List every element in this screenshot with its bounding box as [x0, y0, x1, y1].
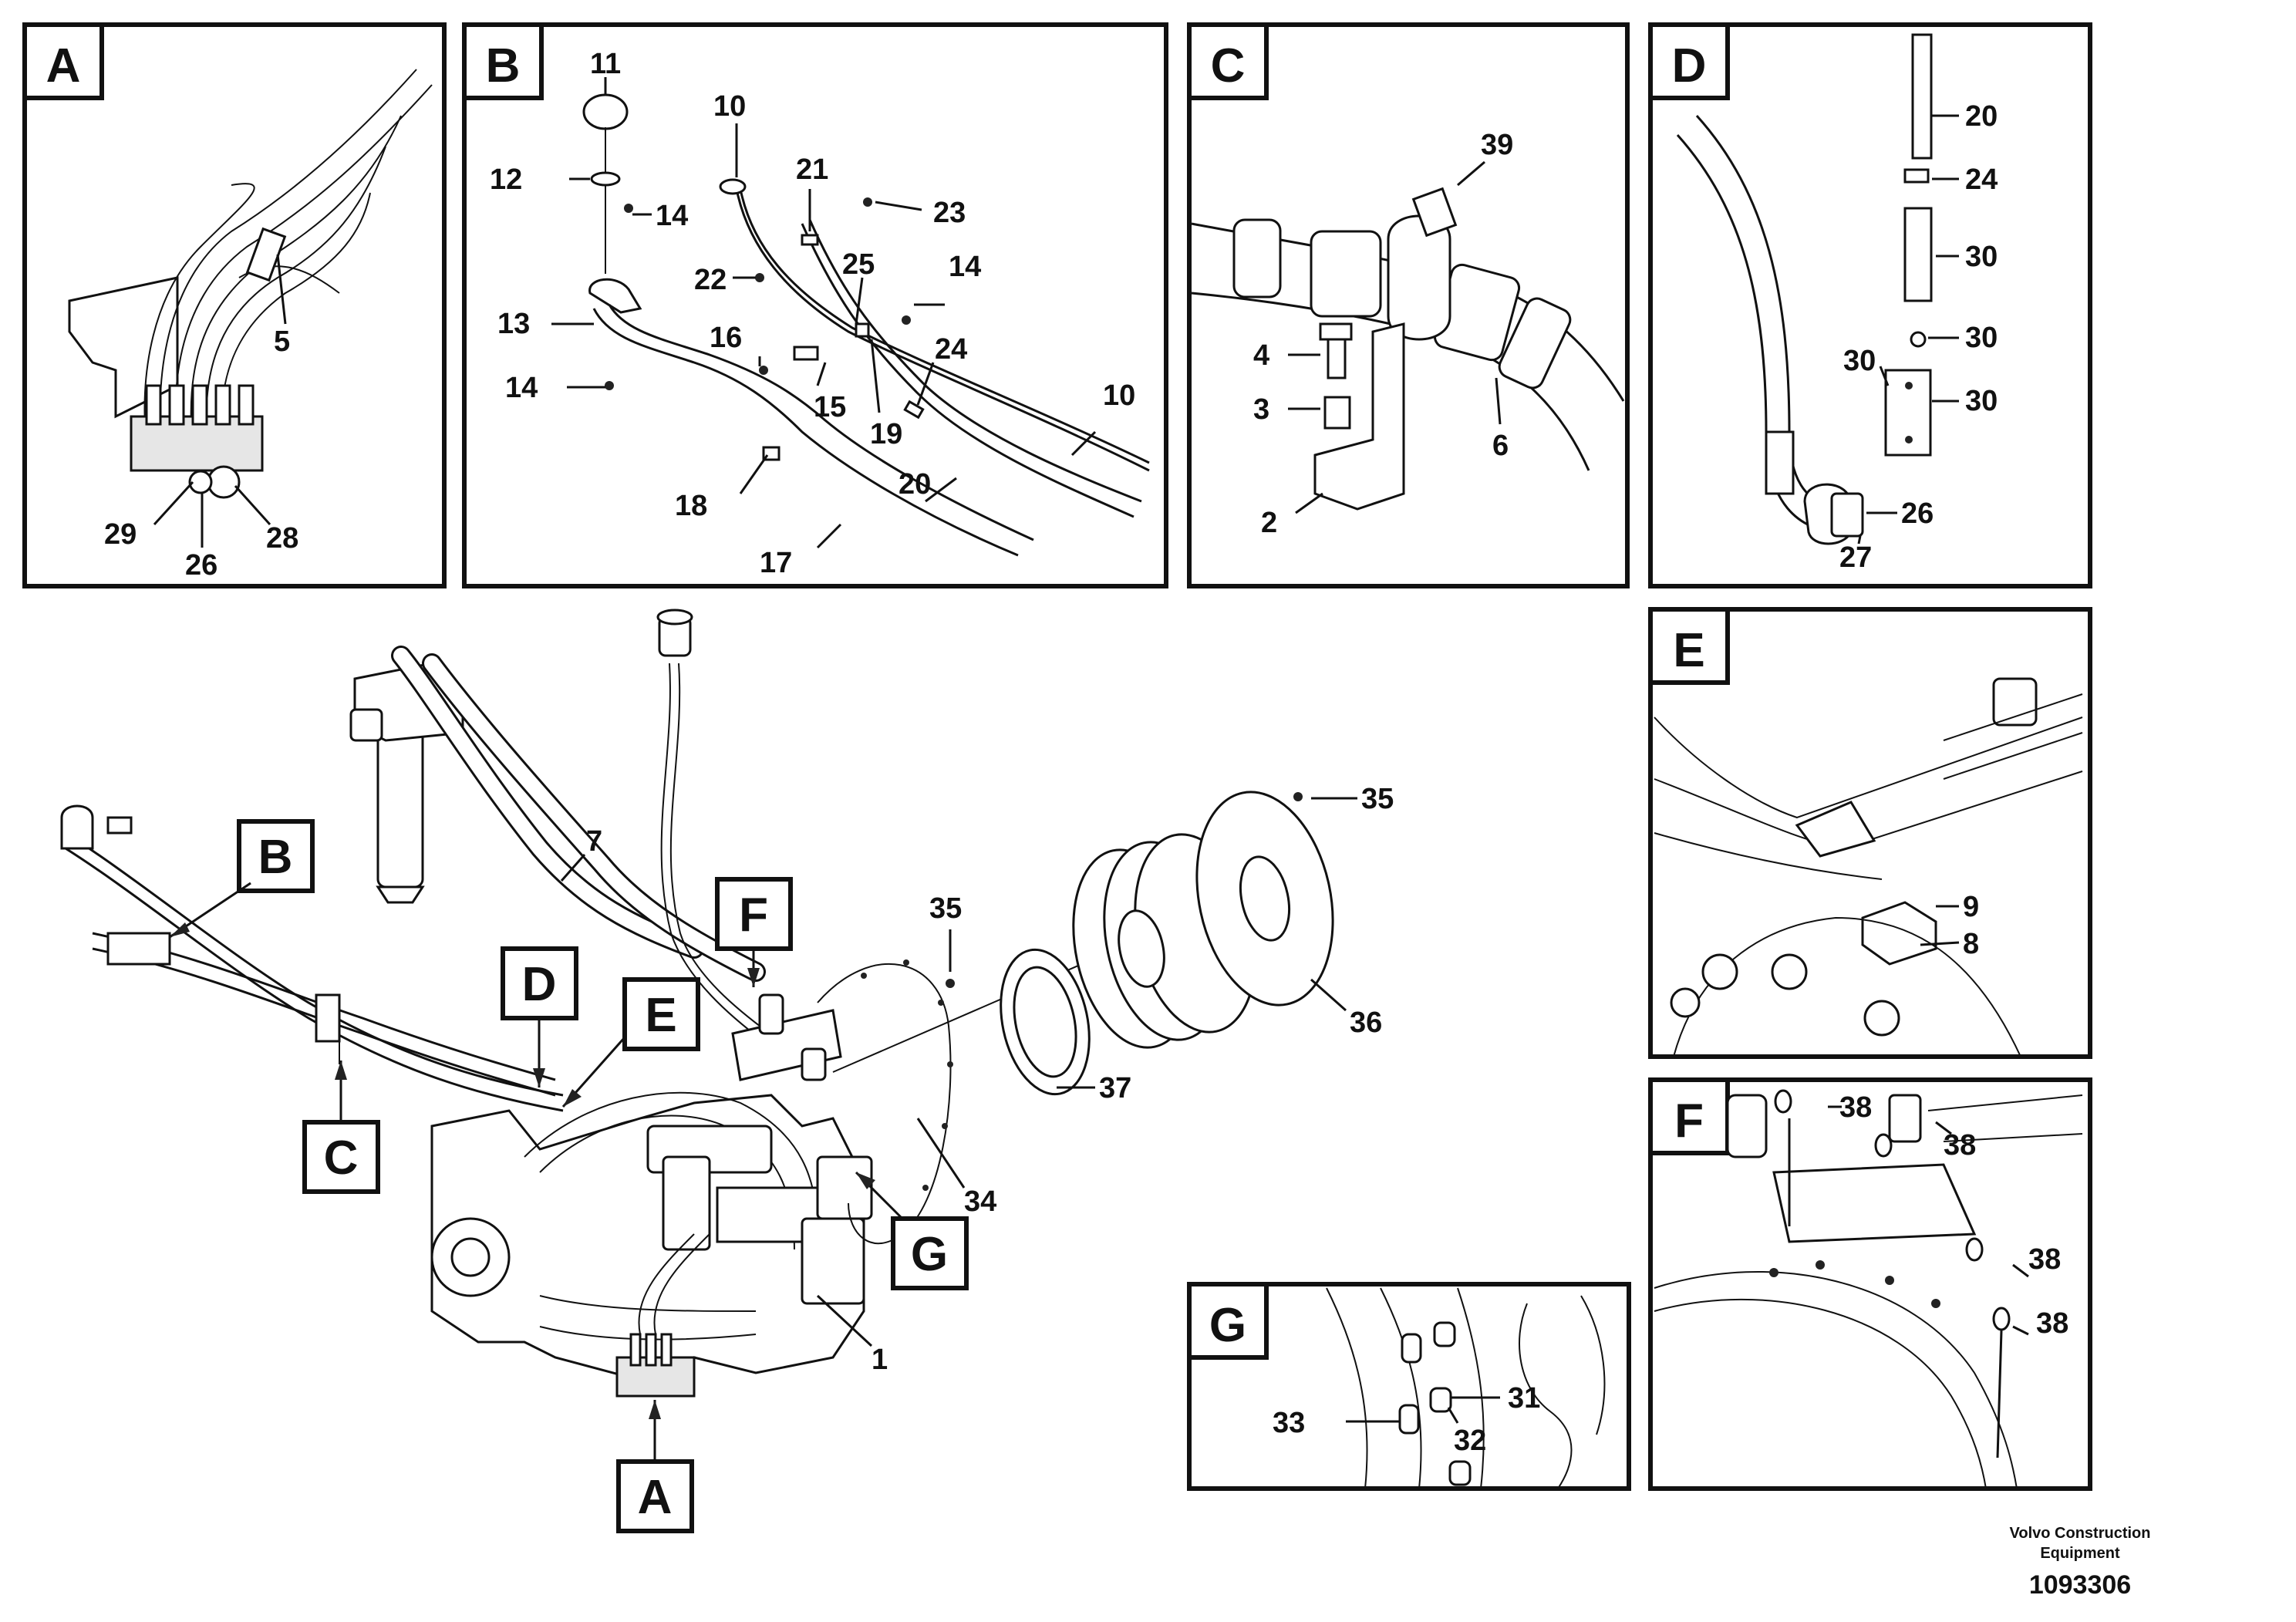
callout-36: 36 — [1350, 1007, 1382, 1039]
panel-d-tag: D — [1672, 39, 1707, 93]
callout-20d: 20 — [1965, 100, 1998, 133]
footer-branding: Volvo Construction Equipment 1093306 — [1864, 1523, 2296, 1603]
callout-14c: 14 — [505, 372, 538, 404]
callout-6: 6 — [1492, 430, 1509, 462]
callout-1: 1 — [872, 1344, 888, 1376]
detail-panel-e: E 9 8 — [1648, 607, 2092, 1059]
detail-panel-f: F 38 38 38 38 — [1648, 1077, 2092, 1491]
callout-10b: 10 — [1103, 379, 1135, 412]
main-tag-a: A — [638, 1471, 673, 1524]
callout-37: 37 — [1099, 1072, 1131, 1104]
callout-27: 27 — [1839, 541, 1872, 574]
callout-5: 5 — [274, 325, 290, 358]
callout-26: 26 — [185, 549, 217, 582]
callout-30b: 30 — [1965, 322, 1998, 354]
callout-17: 17 — [760, 547, 792, 579]
callout-12: 12 — [490, 164, 522, 196]
main-tag-f: F — [739, 889, 768, 942]
panel-c-tag: C — [1211, 39, 1246, 93]
callout-31: 31 — [1508, 1382, 1540, 1415]
panel-f-tag: F — [1674, 1094, 1704, 1148]
detail-panel-g: G 31 33 32 — [1187, 1282, 1631, 1491]
callout-11: 11 — [590, 48, 621, 80]
detail-panel-b: B — [462, 22, 1168, 588]
callout-30d: 30 — [1965, 385, 1998, 417]
company-line-1: Volvo Construction — [2009, 1525, 2151, 1542]
callout-39: 39 — [1481, 129, 1513, 161]
company-line-2: Equipment — [2040, 1545, 2120, 1562]
callout-34: 34 — [964, 1185, 996, 1218]
detail-panel-c: C 39 4 3 6 2 — [1187, 22, 1630, 588]
panel-b-tag: B — [486, 39, 521, 93]
panel-e-tag: E — [1673, 624, 1704, 677]
callout-35b: 35 — [929, 892, 962, 925]
detail-panel-d: D 20 24 30 30 30 30 26 27 — [1648, 22, 2092, 588]
callout-38a: 38 — [1839, 1091, 1872, 1124]
callout-35a: 35 — [1361, 783, 1394, 815]
callout-14b: 14 — [949, 251, 981, 283]
main-tag-c: C — [324, 1131, 359, 1185]
callout-22: 22 — [694, 264, 727, 296]
callout-24: 24 — [935, 333, 967, 366]
callout-21: 21 — [796, 153, 828, 186]
main-transmission-assembly: 7 35 35 36 37 34 1 B C D E F G — [60, 609, 1394, 1533]
main-tag-b: B — [258, 831, 293, 884]
callout-30a: 30 — [1965, 241, 1998, 273]
callout-23: 23 — [933, 197, 966, 229]
callout-29: 29 — [104, 518, 137, 551]
callout-4: 4 — [1253, 339, 1269, 372]
callout-25: 25 — [842, 248, 875, 281]
drawing-number: 1093306 — [2028, 1570, 2132, 1600]
callout-2: 2 — [1261, 507, 1277, 539]
callout-38b: 38 — [1944, 1129, 1976, 1162]
callout-9: 9 — [1963, 891, 1979, 923]
callout-24d: 24 — [1965, 164, 1998, 196]
callout-13: 13 — [497, 308, 530, 340]
detail-panel-a: A 5 29 26 28 — [22, 22, 447, 588]
panel-g-tag: G — [1209, 1299, 1246, 1352]
callout-28: 28 — [266, 522, 298, 555]
callout-30c: 30 — [1843, 345, 1876, 377]
callout-32: 32 — [1454, 1425, 1486, 1457]
callout-15: 15 — [814, 391, 846, 423]
callout-10: 10 — [713, 90, 746, 123]
callout-20: 20 — [899, 468, 931, 501]
callout-26d: 26 — [1901, 497, 1934, 530]
callout-33: 33 — [1273, 1407, 1305, 1439]
callout-19: 19 — [870, 418, 902, 450]
callout-38d: 38 — [2036, 1307, 2068, 1340]
callout-14: 14 — [656, 200, 688, 232]
callout-3: 3 — [1253, 393, 1269, 426]
main-tag-e: E — [645, 989, 676, 1042]
callout-8: 8 — [1963, 928, 1979, 960]
callout-16: 16 — [710, 322, 742, 354]
panel-a-tag: A — [46, 39, 81, 93]
callout-38c: 38 — [2028, 1243, 2061, 1276]
main-tag-d: D — [522, 958, 557, 1011]
callout-18: 18 — [675, 490, 707, 522]
main-tag-g: G — [911, 1228, 948, 1281]
callout-7: 7 — [586, 825, 602, 858]
